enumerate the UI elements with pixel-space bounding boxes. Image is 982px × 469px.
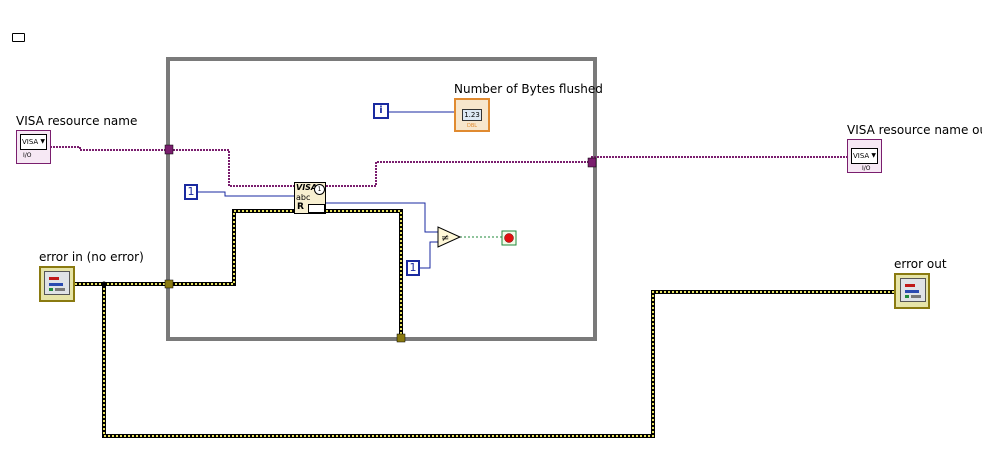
- error-out-label: error out: [894, 257, 947, 271]
- visa-resource-name-out-indicator[interactable]: VISA ▼ I/O: [847, 139, 882, 173]
- iteration-terminal[interactable]: i: [373, 103, 389, 119]
- visa-dropdown-icon: VISA ▼: [851, 148, 878, 164]
- chevron-down-icon: ▼: [40, 138, 45, 145]
- numeric-constant-bottom[interactable]: 1: [406, 260, 420, 276]
- bytes-flushed-indicator[interactable]: 1.23 DBL: [454, 98, 490, 132]
- chevron-down-icon: ▼: [871, 152, 876, 159]
- error-cluster-icon: [900, 278, 926, 302]
- numeric-wire: [198, 111, 456, 269]
- visa-tunnel-in: [164, 144, 174, 155]
- numeric-constant-top[interactable]: 1: [184, 184, 198, 200]
- error-out-indicator[interactable]: [894, 273, 930, 309]
- visa-wire: [50, 146, 847, 187]
- error-wire-junction: [101, 281, 107, 287]
- error-in-label: error in (no error): [39, 250, 144, 264]
- stop-icon: [504, 233, 514, 243]
- visa-resource-name-label: VISA resource name: [16, 114, 138, 128]
- buffer-icon: [308, 204, 325, 213]
- error-tunnel-in: [164, 279, 174, 289]
- while-loop-frame: [166, 57, 597, 341]
- svg-text:≠: ≠: [441, 233, 449, 244]
- error-in-control[interactable]: [39, 266, 75, 302]
- visa-resource-name-out-label: VISA resource name out: [847, 123, 982, 137]
- flush-icon: 1: [314, 184, 325, 195]
- comment-icon: [12, 33, 25, 42]
- numeric-display-icon: 1.23: [462, 109, 482, 121]
- visa-resource-name-control[interactable]: VISA ▼ I/O: [16, 130, 51, 164]
- visa-dropdown-icon: VISA ▼: [20, 134, 47, 150]
- error-wire: [75, 209, 895, 438]
- bytes-flushed-label: Number of Bytes flushed: [454, 82, 603, 96]
- visa-tunnel-out: [587, 157, 597, 168]
- visa-flush-node[interactable]: VISA 1 abc R: [294, 182, 326, 214]
- error-cluster-icon: [44, 271, 70, 295]
- error-tunnel-out: [396, 333, 406, 343]
- not-equal-node: [437, 226, 462, 248]
